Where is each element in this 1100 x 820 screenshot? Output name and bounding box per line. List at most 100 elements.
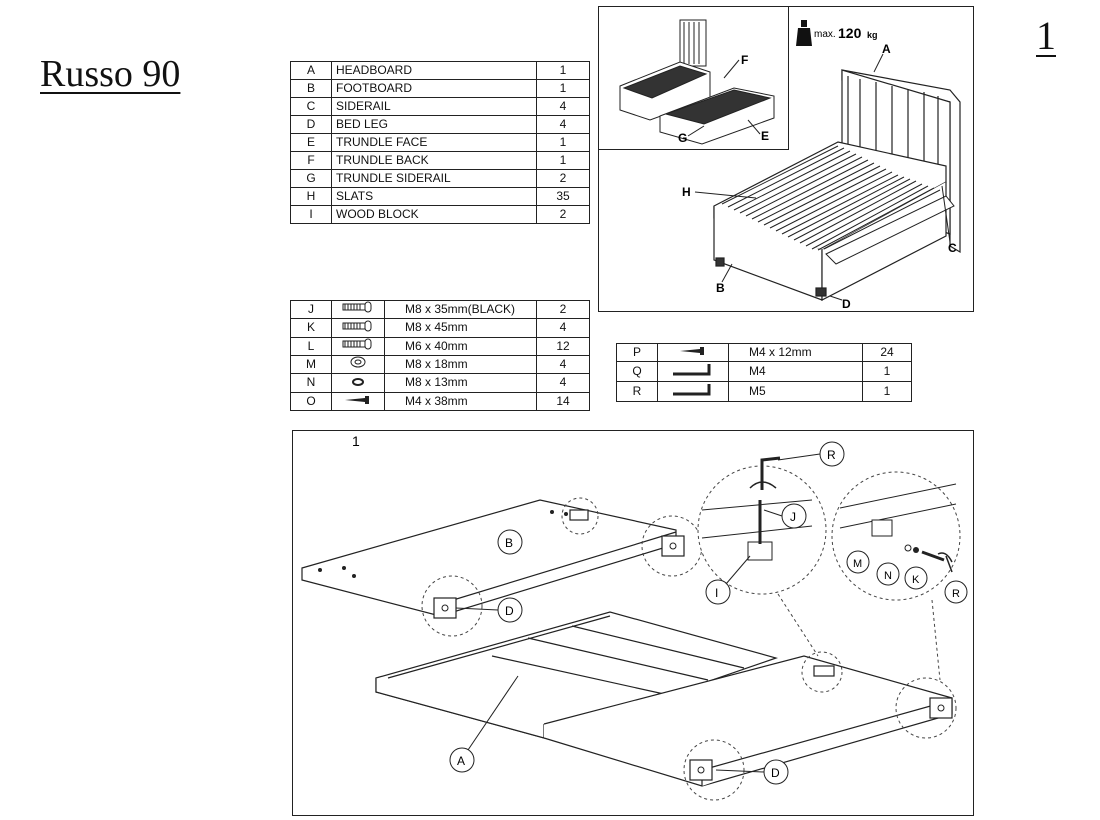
step-callout-d-1: D [505, 604, 514, 618]
allen-key-icon [671, 362, 715, 381]
hardware-spec: M8 x 45mm [384, 318, 537, 338]
tool-spec: M4 x 12mm [728, 342, 863, 363]
part-qty: 1 [536, 61, 590, 80]
hardware-qty: 2 [536, 299, 590, 320]
tool-spec: M4 [728, 361, 863, 383]
part-qty: 1 [536, 151, 590, 170]
tool-qty: 1 [862, 381, 912, 403]
max-load-unit: kg [867, 30, 878, 40]
step-callout-a: A [457, 754, 465, 768]
part-code: B [290, 79, 332, 98]
hardware-spec: M4 x 38mm [384, 391, 537, 411]
hardware-qty: 14 [536, 391, 590, 411]
bed-overview-illustration: F G E max. 120 kg A H C B D [598, 6, 974, 312]
tool-code: R [616, 381, 658, 403]
part-code: I [290, 205, 332, 224]
tool-qty: 1 [862, 361, 912, 383]
part-qty: 2 [536, 205, 590, 224]
step-callout-j: J [790, 510, 796, 524]
bolt-icon [341, 320, 375, 337]
hardware-qty: 4 [536, 373, 590, 393]
step-callout-m: M [853, 558, 862, 570]
tool-code: Q [616, 361, 658, 383]
hardware-spec: M8 x 13mm [384, 373, 537, 393]
overview-label-b: B [716, 281, 725, 295]
step-callout-b: B [505, 536, 513, 550]
hardware-qty: 4 [536, 318, 590, 338]
part-name: TRUNDLE SIDERAIL [331, 169, 537, 188]
part-name: SIDERAIL [331, 97, 537, 116]
page-number: 1 [1036, 13, 1056, 58]
part-code: E [290, 133, 332, 152]
hardware-qty: 12 [536, 336, 590, 356]
part-code: A [290, 61, 332, 80]
part-name: SLATS [331, 187, 537, 206]
tool-code: P [616, 342, 658, 363]
step-callout-r-2: R [952, 588, 960, 600]
hardware-code: L [290, 336, 332, 356]
overview-label-d: D [842, 297, 851, 311]
part-name: TRUNDLE BACK [331, 151, 537, 170]
hardware-code: N [290, 373, 332, 393]
screw-icon [343, 393, 373, 410]
part-qty: 1 [536, 133, 590, 152]
part-code: F [290, 151, 332, 170]
overview-label-a: A [882, 42, 891, 56]
part-name: FOOTBOARD [331, 79, 537, 98]
hardware-code: K [290, 318, 332, 338]
part-name: TRUNDLE FACE [331, 133, 537, 152]
part-name: BED LEG [331, 115, 537, 134]
step-callout-n: N [884, 570, 892, 582]
product-title: Russo 90 [40, 53, 181, 95]
part-name: WOOD BLOCK [331, 205, 537, 224]
hardware-code: O [290, 391, 332, 411]
overview-label-e: E [761, 129, 769, 143]
tool-qty: 24 [862, 342, 912, 363]
step-callout-i: I [715, 586, 718, 600]
hardware-code: M [290, 354, 332, 375]
part-code: D [290, 115, 332, 134]
part-qty: 1 [536, 79, 590, 98]
washer-large-icon [349, 356, 367, 373]
part-qty: 35 [536, 187, 590, 206]
part-code: H [290, 187, 332, 206]
max-load-value: 120 [838, 25, 862, 41]
hardware-spec: M8 x 35mm(BLACK) [384, 299, 537, 320]
step-callout-r-1: R [827, 448, 836, 462]
step-1-illustration: 1 B D A D R J [292, 430, 974, 816]
max-load-prefix: max. [814, 29, 836, 40]
part-code: C [290, 97, 332, 116]
hardware-code: J [290, 299, 332, 320]
weight-icon [796, 20, 812, 46]
part-name: HEADBOARD [331, 61, 537, 80]
overview-label-f: F [741, 53, 748, 67]
allen-key-icon [671, 382, 715, 401]
step-callout-d-2: D [771, 766, 780, 780]
part-qty: 4 [536, 115, 590, 134]
step-number: 1 [352, 433, 360, 449]
part-qty: 4 [536, 97, 590, 116]
overview-label-g: G [678, 131, 687, 145]
overview-label-c: C [948, 241, 957, 255]
hardware-spec: M6 x 40mm [384, 336, 537, 356]
overview-label-h: H [682, 185, 691, 199]
